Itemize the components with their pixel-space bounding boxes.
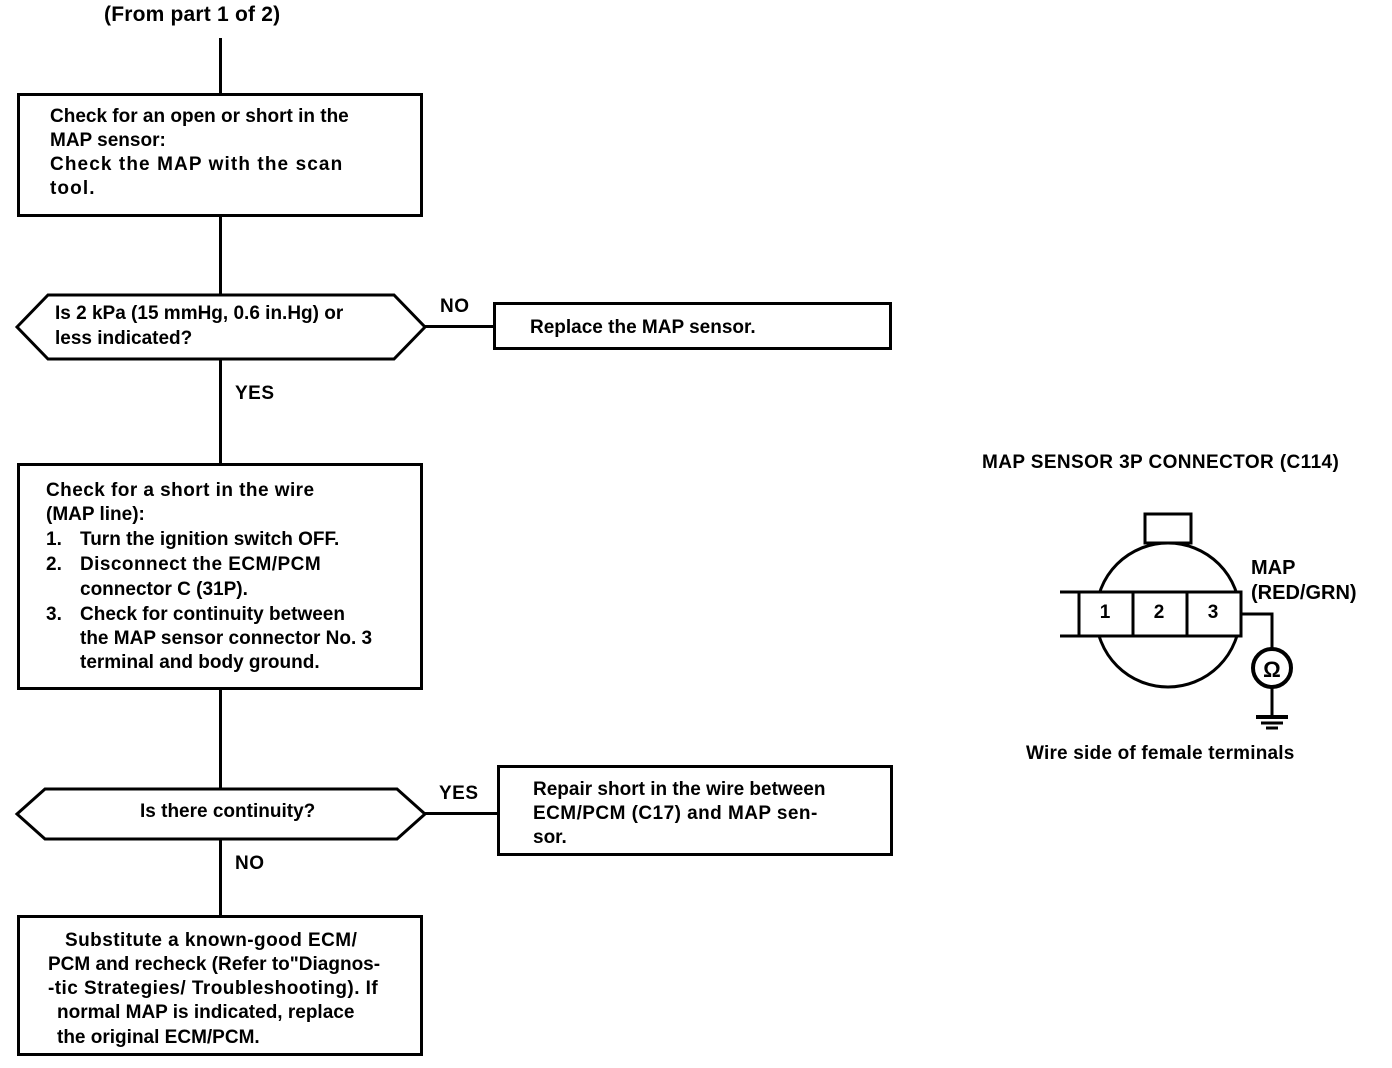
step2-item-2-line1: Disconnect the ECM/PCM — [80, 554, 322, 576]
step2-box: Check for a short in the wire (MAP line)… — [17, 463, 423, 690]
step2-item-3-line1: Check for continuity between — [80, 603, 345, 625]
connector-line-step2-to-decision2 — [219, 690, 222, 790]
decision1-line1: Is 2 kPa (15 mmHg, 0.6 in.Hg) or — [55, 303, 344, 324]
pin-number-2: 2 — [1153, 602, 1165, 623]
substitute-ecm-box: Substitute a known-good ECM/ PCM and rec… — [17, 915, 423, 1056]
decision1-shape: Is 2 kPa (15 mmHg, 0.6 in.Hg) or less in… — [14, 292, 428, 362]
decision2-text: Is there continuity? — [140, 801, 316, 822]
connector-line-header-to-step1 — [219, 38, 222, 94]
step1-text: Check for an open or short in the MAP se… — [20, 96, 420, 208]
substitute-line5: the original ECM/PCM. — [57, 1026, 260, 1048]
connector-line-decision1-no — [424, 325, 496, 328]
replace-map-sensor-box: Replace the MAP sensor. — [493, 302, 892, 350]
decision1-no-label: NO — [440, 296, 470, 317]
substitute-line1: Substitute a known-good ECM/ — [65, 930, 358, 951]
connector-line-step1-to-decision1 — [219, 217, 222, 295]
substitute-line3: -tic Strategies/ Troubleshooting). If — [48, 978, 379, 1000]
decision1-text: Is 2 kPa (15 mmHg, 0.6 in.Hg) or less in… — [55, 302, 343, 351]
ohmmeter-omega-glyph: Ω — [1263, 657, 1281, 682]
repair-short-line2: ECM/PCM (C17) and MAP sen- — [533, 803, 818, 825]
step2-title-line2: (MAP line): — [46, 504, 145, 526]
step2-item-2-number: 2. — [46, 554, 62, 576]
substitute-line4: normal MAP is indicated, replace — [57, 1002, 355, 1024]
step2-item-3-line2: the MAP sensor connector No. 3 — [80, 627, 373, 649]
connector-top-tab — [1143, 512, 1193, 545]
step2-title-line1: Check for a short in the wire — [46, 480, 315, 501]
map-signal-wire — [1241, 612, 1274, 650]
connector-title: MAP SENSOR 3P CONNECTOR (C114) — [982, 452, 1340, 473]
step2-item-1-line1: Turn the ignition switch OFF. — [80, 529, 340, 551]
step2-item-3-line3: terminal and body ground. — [80, 651, 320, 673]
step1-box: Check for an open or short in the MAP se… — [17, 93, 423, 217]
decision2-yes-label: YES — [439, 783, 479, 804]
decision2-shape: Is there continuity? — [14, 786, 428, 842]
map-sensor-connector-illustration: Ω — [1060, 512, 1293, 730]
step2-item-2-line2: connector C (31P). — [80, 578, 248, 600]
map-wire-color-label: MAP (RED/GRN) — [1251, 556, 1357, 606]
repair-short-line3: sor. — [533, 827, 567, 849]
connector-line-decision1-yes — [219, 360, 222, 464]
decision2-no-label: NO — [235, 853, 265, 874]
decision1-yes-label: YES — [235, 383, 275, 404]
step1-body-line2: tool. — [50, 178, 96, 200]
step2-item-3: 3. Check for continuity between the MAP … — [46, 603, 406, 675]
replace-map-sensor-text: Replace the MAP sensor. — [530, 317, 756, 338]
step2-item-1-number: 1. — [46, 529, 62, 551]
repair-short-box: Repair short in the wire between ECM/PCM… — [497, 765, 893, 856]
connector-line-decision2-yes — [424, 812, 498, 815]
step2-item-1: 1. Turn the ignition switch OFF. — [46, 528, 406, 552]
substitute-line2: PCM and recheck (Refer to"Diagnos- — [48, 954, 381, 976]
pin-number-3: 3 — [1207, 602, 1219, 623]
from-part-label: (From part 1 of 2) — [104, 3, 281, 26]
connector-line-decision2-no — [219, 840, 222, 917]
map-wire-label-line2: (RED/GRN) — [1251, 582, 1357, 604]
map-wire-label-line1: MAP — [1251, 557, 1296, 579]
pin-number-1: 1 — [1099, 602, 1111, 623]
step1-title-line1: Check for an open or short in the — [50, 106, 349, 127]
connector-caption: Wire side of female terminals — [1026, 743, 1295, 764]
substitute-ecm-text: Substitute a known-good ECM/ PCM and rec… — [20, 918, 420, 1056]
step2-item-2: 2. Disconnect the ECM/PCM connector C (3… — [46, 553, 406, 601]
repair-short-text: Repair short in the wire between ECM/PCM… — [500, 768, 890, 856]
step2-item-list: 1. Turn the ignition switch OFF. 2. Disc… — [46, 528, 406, 675]
decision1-line2: less indicated? — [55, 327, 193, 349]
repair-short-line1: Repair short in the wire between — [533, 779, 826, 800]
step1-title-line2: MAP sensor: — [50, 130, 166, 152]
step2-item-3-number: 3. — [46, 603, 62, 625]
step1-body-line1: Check the MAP with the scan — [50, 154, 344, 176]
step2-text: Check for a short in the wire (MAP line)… — [20, 466, 420, 681]
